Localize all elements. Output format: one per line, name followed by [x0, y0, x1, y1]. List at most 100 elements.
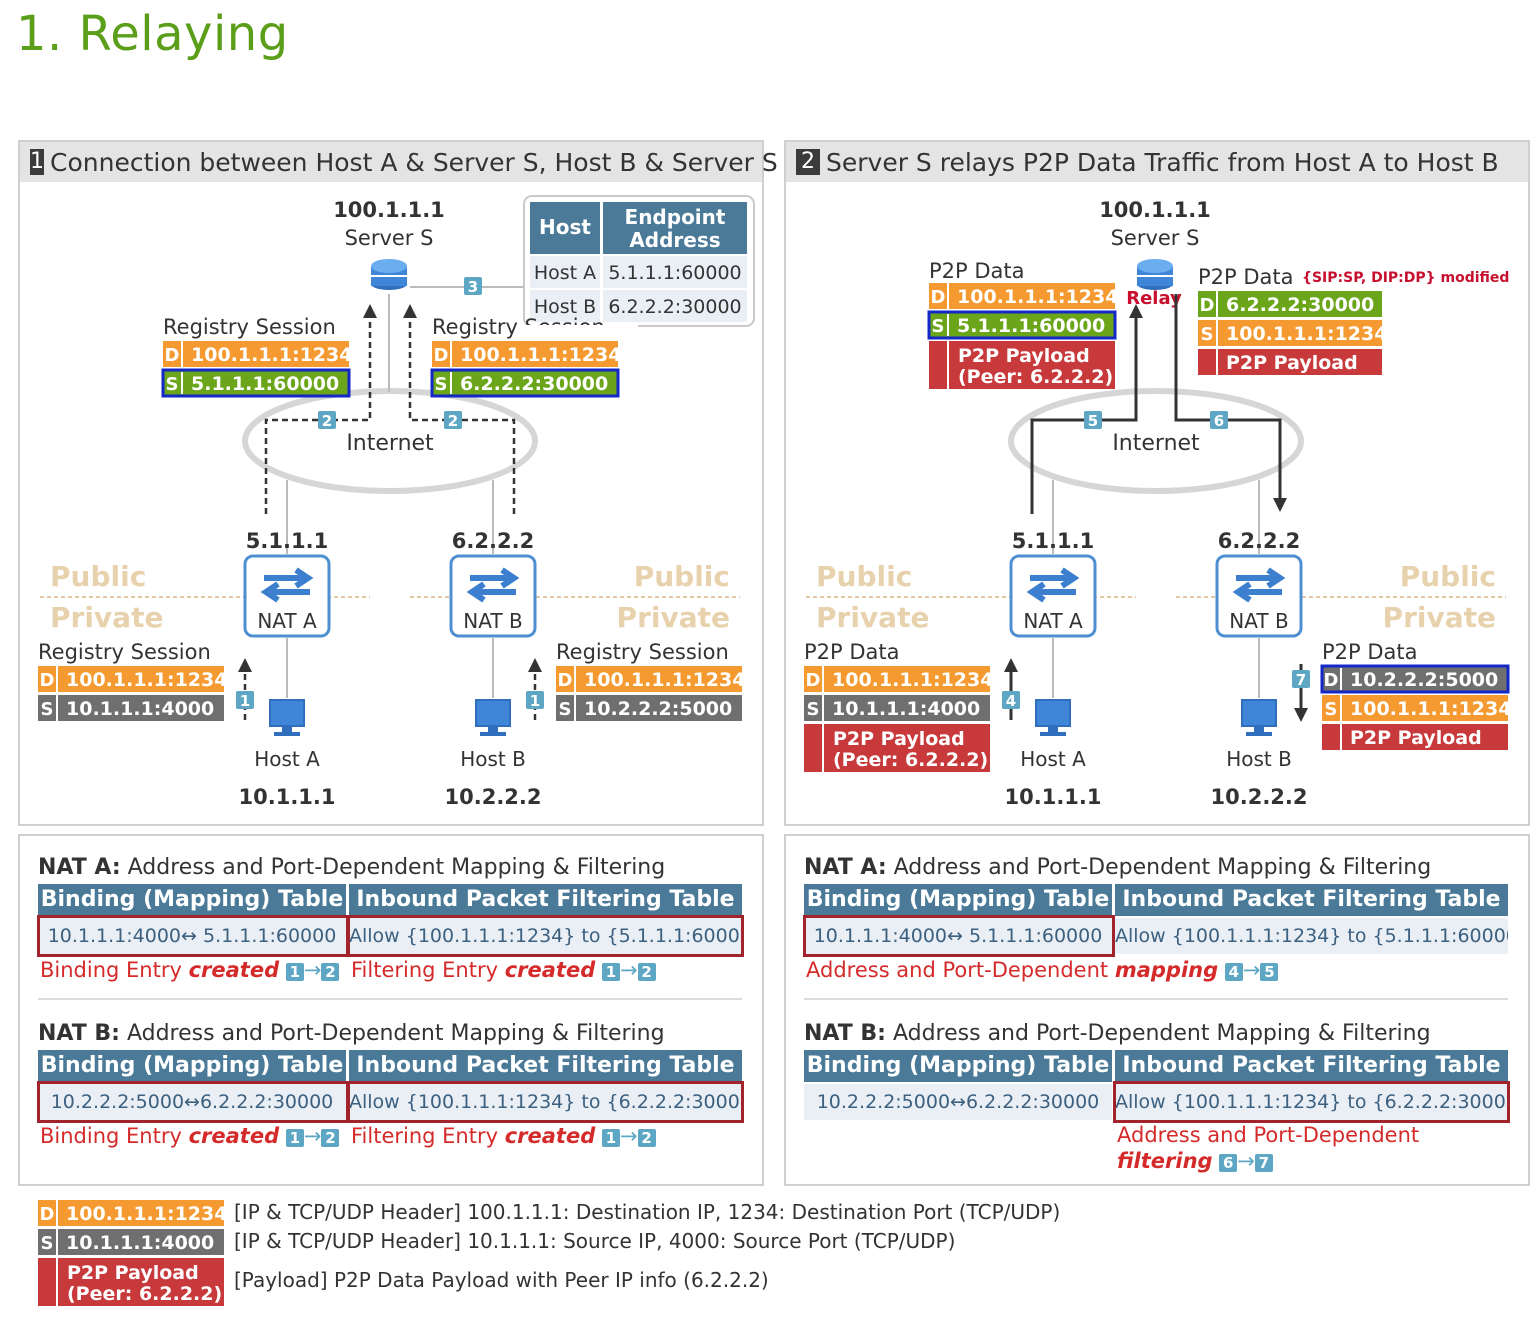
p2p-bottom-right-s: 100.1.1.1:1234	[1350, 698, 1511, 720]
nat-router-icon	[1215, 554, 1303, 638]
filter-table-header: Inbound Packet Filtering Table	[1115, 884, 1508, 916]
step-badge-4	[1002, 691, 1020, 709]
d-letter: D	[1324, 670, 1339, 691]
d-letter: D	[806, 670, 821, 691]
step-badge-6	[1210, 411, 1228, 429]
s-letter: S	[1201, 324, 1214, 345]
nat-a-heading: NAT A: Address and Port-Dependent Mappin…	[804, 855, 1432, 880]
connection-diagram: Internet 3 100.1.1.1 Server S 2 2 Host E…	[38, 195, 755, 809]
public-label: Public	[634, 560, 730, 593]
mapping-note: Address and Port-Dependent mapping 4→5	[806, 958, 1279, 982]
s-letter: S	[807, 699, 820, 720]
binding-table-header: Binding (Mapping) Table	[38, 1050, 346, 1082]
step-badge-1b	[526, 691, 544, 709]
nat-a-label: NAT A	[1023, 609, 1083, 633]
d-letter: D	[434, 345, 449, 366]
binding-entry: 10.1.1.1:4000↔ 5.1.1.1:60000	[804, 918, 1112, 954]
server-ip: 100.1.1.1	[333, 198, 445, 222]
p2p-data-label: P2P Data	[1198, 265, 1294, 289]
step-7-label: 7	[1296, 671, 1306, 689]
p2p-data-label: P2P Data	[929, 259, 1025, 283]
endpoint-table: Host Endpoint Address Host A 5.1.1.1:600…	[523, 195, 755, 327]
endpoint-row-address: 6.2.2.2:30000	[608, 296, 741, 318]
step-2b-label: 2	[448, 412, 458, 430]
server-ip: 100.1.1.1	[1099, 198, 1211, 222]
highlight-box	[347, 915, 744, 957]
d-letter: D	[40, 670, 55, 691]
panel-title: Connection between Host A & Server S, Ho…	[50, 147, 778, 177]
filter-note: Filtering Entry created 1→2	[351, 1124, 656, 1148]
arrow-up-icon	[1129, 304, 1143, 318]
divider	[804, 998, 1508, 1000]
private-label: Private	[50, 601, 163, 634]
p2p-top-right-payload: P2P Payload	[1226, 352, 1358, 374]
server-label: Server S	[345, 226, 434, 250]
step-5-label: 5	[1088, 412, 1098, 430]
nat-b-heading: NAT B: Address and Port-Dependent Mappin…	[804, 1021, 1431, 1046]
filtering-note-line-2: filtering 6→7	[1117, 1149, 1273, 1173]
step-badge: 4	[1224, 963, 1243, 981]
public-label: Public	[50, 560, 146, 593]
computer-icon	[475, 699, 511, 736]
panel-number: 1	[30, 149, 44, 175]
host-b-label: Host B	[460, 747, 526, 771]
step-6-label: 6	[1214, 412, 1224, 430]
nat-b-public-ip: 6.2.2.2	[452, 529, 534, 553]
computer-icon	[1035, 699, 1071, 736]
registry-session-label: Registry Session	[163, 315, 336, 339]
nat-b-heading: NAT B: Address and Port-Dependent Mappin…	[38, 1021, 665, 1046]
step-badge-2b	[444, 411, 462, 429]
s-letter: S	[435, 374, 448, 395]
p2p-bottom-left-d: 100.1.1.1:1234	[832, 669, 993, 691]
nat-a-public-ip: 5.1.1.1	[1012, 529, 1094, 553]
filter-note: Filtering Entry created 1→2	[351, 958, 656, 982]
binding-table-header: Binding (Mapping) Table	[38, 884, 346, 916]
step-badge-2a	[318, 411, 336, 429]
host-b-ip: 10.2.2.2	[445, 785, 542, 809]
step-badge: 2	[637, 963, 656, 981]
step-1a-label: 1	[240, 692, 250, 710]
nat-router-icon	[1009, 554, 1097, 638]
legend-swatches: D 100.1.1.1:1234 S 10.1.1.1:4000 P2P Pay…	[38, 1200, 227, 1306]
step-badge: 1	[285, 963, 304, 981]
server-icon	[1137, 259, 1173, 290]
p2p-top-left-d: 100.1.1.1:1234	[957, 286, 1118, 308]
internet-label: Internet	[346, 431, 434, 456]
reg-b-bottom-s: 10.2.2.2:5000	[584, 698, 732, 720]
p2p-top-right-d: 6.2.2.2:30000	[1226, 294, 1374, 316]
nat-b-public-ip: 6.2.2.2	[1218, 529, 1300, 553]
binding-entry: 10.1.1.1:4000↔ 5.1.1.1:60000	[38, 918, 346, 954]
highlight-box	[347, 1081, 744, 1123]
p2p-data-label: P2P Data	[1322, 640, 1418, 664]
p2p-data-label: P2P Data	[804, 640, 900, 664]
endpoint-row-host: Host B	[534, 296, 596, 318]
d-letter: D	[931, 287, 946, 308]
step-badge: 6	[1219, 1154, 1238, 1172]
payload-line-1: P2P Payload	[833, 728, 965, 750]
p2p-bottom-right-d: 10.2.2.2:5000	[1350, 669, 1498, 691]
highlight-box	[37, 915, 349, 957]
filter-table-header: Inbound Packet Filtering Table	[349, 1050, 742, 1082]
nat-router-icon	[243, 554, 331, 638]
binding-entry: 10.2.2.2:5000↔6.2.2.2:30000	[38, 1084, 346, 1120]
step-3-label: 3	[468, 278, 478, 296]
legend-s-value: 10.1.1.1:4000	[66, 1232, 214, 1254]
payload-line-1: P2P Payload	[67, 1262, 199, 1284]
p2p-bottom-left-s: 10.1.1.1:4000	[832, 698, 980, 720]
panel-number: 2	[796, 149, 820, 175]
step-badge: 2	[321, 963, 340, 981]
panel-header: 2 Server S relays P2P Data Traffic from …	[786, 142, 1528, 182]
registry-session-label: Registry Session	[556, 640, 729, 664]
nat-a-heading: NAT A: Address and Port-Dependent Mappin…	[38, 855, 666, 880]
d-letter: D	[558, 670, 573, 691]
internet-label: Internet	[1112, 431, 1200, 456]
payload-line-1: P2P Payload	[958, 345, 1090, 367]
p2p-modified-note: {SIP:SP, DIP:DP} modified	[1302, 270, 1509, 286]
p2p-top-right-s: 100.1.1.1:1234	[1226, 323, 1387, 345]
highlight-box	[803, 915, 1115, 957]
private-label: Private	[816, 601, 929, 634]
filtering-note-line-1: Address and Port-Dependent	[1117, 1123, 1420, 1147]
filter-entry: Allow {100.1.1.1:1234} to {6.2.2.2:30000…	[1115, 1084, 1508, 1120]
step-badge-5	[1084, 411, 1102, 429]
payload-line-2: (Peer: 6.2.2.2)	[67, 1283, 222, 1305]
